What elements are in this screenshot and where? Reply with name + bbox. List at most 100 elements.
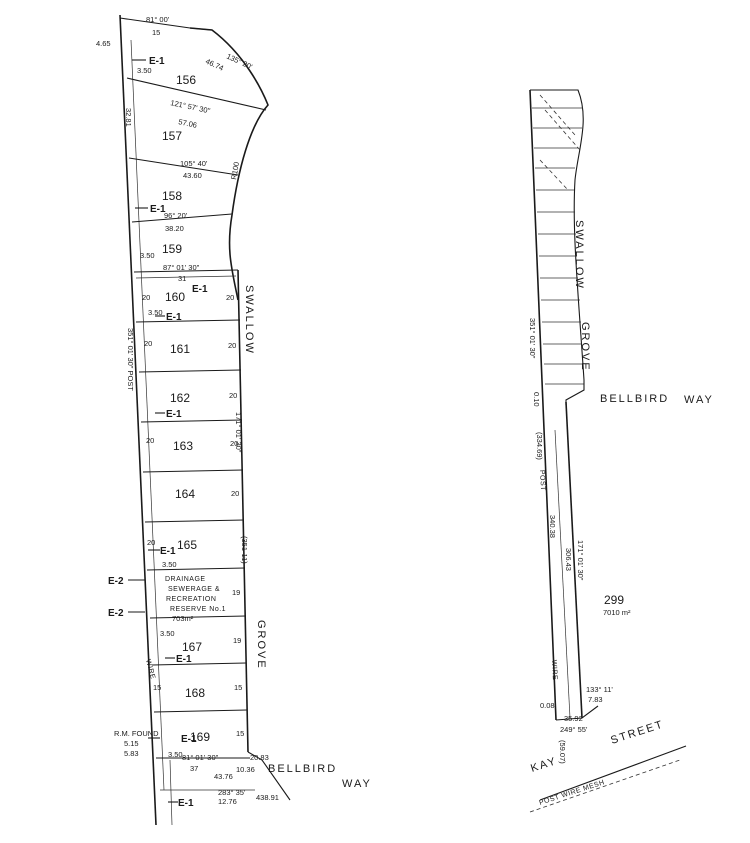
- lower-west-line: [169, 759, 173, 826]
- bearing-top: 81° 00': [146, 15, 170, 24]
- lot-line-165: [146, 567, 246, 571]
- right-curved-boundary: [530, 89, 585, 381]
- right-distance-west-paren: (334.69): [535, 432, 544, 460]
- distance-1036: 10.36: [236, 765, 255, 774]
- easement-label-8: E-2: [108, 608, 124, 619]
- easement-label-11: E-1: [178, 798, 194, 809]
- street-way-right: WAY: [684, 394, 714, 406]
- street-grove-right: GROVE: [579, 322, 591, 372]
- street-grove-left: GROVE: [255, 620, 267, 670]
- rear-15: 15: [153, 683, 161, 692]
- right-west-boundary: [529, 89, 557, 721]
- distance-158b: 38.20: [165, 224, 184, 233]
- lot-299: 299: [604, 593, 624, 607]
- lot-162: 162: [170, 391, 190, 405]
- distance-158: 43.60: [183, 171, 202, 180]
- lot-167: 167: [182, 640, 202, 654]
- lot-299-area: 7010 m²: [603, 608, 631, 617]
- curved-boundary: [189, 27, 269, 301]
- bearing-159: 87° 01' 30": [163, 263, 200, 272]
- right-east-boundary: [565, 401, 583, 719]
- corner-offset: 4.65: [96, 39, 111, 48]
- lot-line-157: [128, 157, 239, 176]
- west-boundary: [119, 14, 157, 826]
- setback-2: 3.50: [140, 251, 155, 260]
- bearing-east-side: 171° 01' 30": [234, 412, 243, 453]
- street-way-left: WAY: [342, 778, 372, 790]
- distance-43891: 438.91: [256, 793, 279, 802]
- setback-4: 3.50: [162, 560, 177, 569]
- dashed-lot-160: [135, 275, 237, 279]
- lot-163: 163: [173, 439, 193, 453]
- right-distance-east: 306.43: [564, 548, 573, 571]
- right-distance-bottom: (59.07): [558, 740, 567, 764]
- right-bearing-corner: 133° 11': [586, 685, 613, 694]
- easement-label-7: E-2: [108, 576, 124, 587]
- right-distance-corner: 7.83: [588, 695, 603, 704]
- bearing-bottom: 81° 01' 30": [182, 753, 219, 762]
- bearing-west-side: 351° 01' 30" POST: [126, 328, 135, 391]
- bellbird-boundary: [247, 751, 291, 801]
- lot-157: 157: [162, 129, 182, 143]
- reserve-line-2: SEWERAGE &: [168, 586, 220, 593]
- frontage-168: 15: [234, 683, 242, 692]
- frontage-reserve: 19: [232, 588, 240, 597]
- distance-paren: (351·11): [240, 536, 249, 564]
- right-bearing-bottom: 249° 55': [560, 725, 588, 734]
- lot-165: 165: [177, 538, 197, 552]
- frontage-161: 20: [228, 341, 236, 350]
- lot-156: 156: [176, 73, 196, 87]
- setback-3: 3.50: [148, 308, 163, 317]
- lot-line-164: [144, 519, 245, 523]
- bearing-157: 121° 57' 30": [170, 98, 212, 115]
- bearing-bottom2: 283° 35': [218, 788, 246, 797]
- right-plan: 299 7010 m² SWALLOW GROVE BELLBIRD WAY K…: [528, 89, 714, 813]
- lot-line-162: [140, 419, 243, 423]
- street-swallow-right: SWALLOW: [573, 220, 585, 290]
- frontage-162: 20: [229, 391, 237, 400]
- west-inner-line: [130, 39, 165, 791]
- kay-street-fence: [529, 759, 681, 813]
- lot-160: 160: [165, 290, 185, 304]
- right-wire-note: WIRE: [550, 660, 558, 681]
- rm-found: R.M. FOUND: [114, 729, 159, 738]
- lot-line-168: [153, 709, 248, 713]
- lot-164: 164: [175, 487, 195, 501]
- right-diagonals: [539, 94, 581, 191]
- right-distance-008: 0.08: [540, 701, 555, 710]
- setback-6: 3.50: [168, 750, 183, 759]
- distance-156: 46.74: [204, 57, 225, 73]
- distance-west-total: 32.81: [124, 108, 133, 127]
- rear-20-a: 20: [142, 293, 150, 302]
- bearing-158: 105° 40': [180, 159, 208, 168]
- rm-value-a: 5.15: [124, 739, 139, 748]
- right-bottom-boundary: [555, 705, 599, 721]
- setback-1: 3.50: [137, 66, 152, 75]
- reserve-line-4: RESERVE No.1: [170, 606, 226, 613]
- reserve-area: 703m²: [172, 614, 194, 623]
- easement-label-6: E-1: [160, 546, 176, 557]
- east-frontage: [237, 269, 249, 753]
- reserve-line-3: RECREATION: [166, 596, 216, 603]
- street-kay: KAY: [529, 755, 559, 775]
- frontage-167: 19: [233, 636, 241, 645]
- right-ord: 0.10: [532, 392, 541, 407]
- easement-label-10: E-1: [181, 734, 197, 745]
- street-swallow-left: SWALLOW: [243, 285, 255, 355]
- lot-line-reserve: [149, 615, 247, 619]
- street-bellbird-left: BELLBIRD: [268, 763, 337, 775]
- right-inner-line: [554, 429, 571, 719]
- kay-street-line: [539, 745, 687, 801]
- right-distance-bottom2: 35.92: [564, 714, 583, 723]
- lot-168: 168: [185, 686, 205, 700]
- distance-top: 15: [152, 28, 160, 37]
- frontage-160: 20: [226, 293, 234, 302]
- lot-line-163: [142, 469, 244, 473]
- lot-line-158: [131, 213, 233, 223]
- bearing-156: 135° 20': [225, 52, 254, 72]
- frontage-163: 20: [230, 439, 238, 448]
- easement-label-5: E-1: [166, 409, 182, 420]
- lot-line-160: [135, 319, 241, 323]
- street-bellbird-right: BELLBIRD: [600, 393, 669, 405]
